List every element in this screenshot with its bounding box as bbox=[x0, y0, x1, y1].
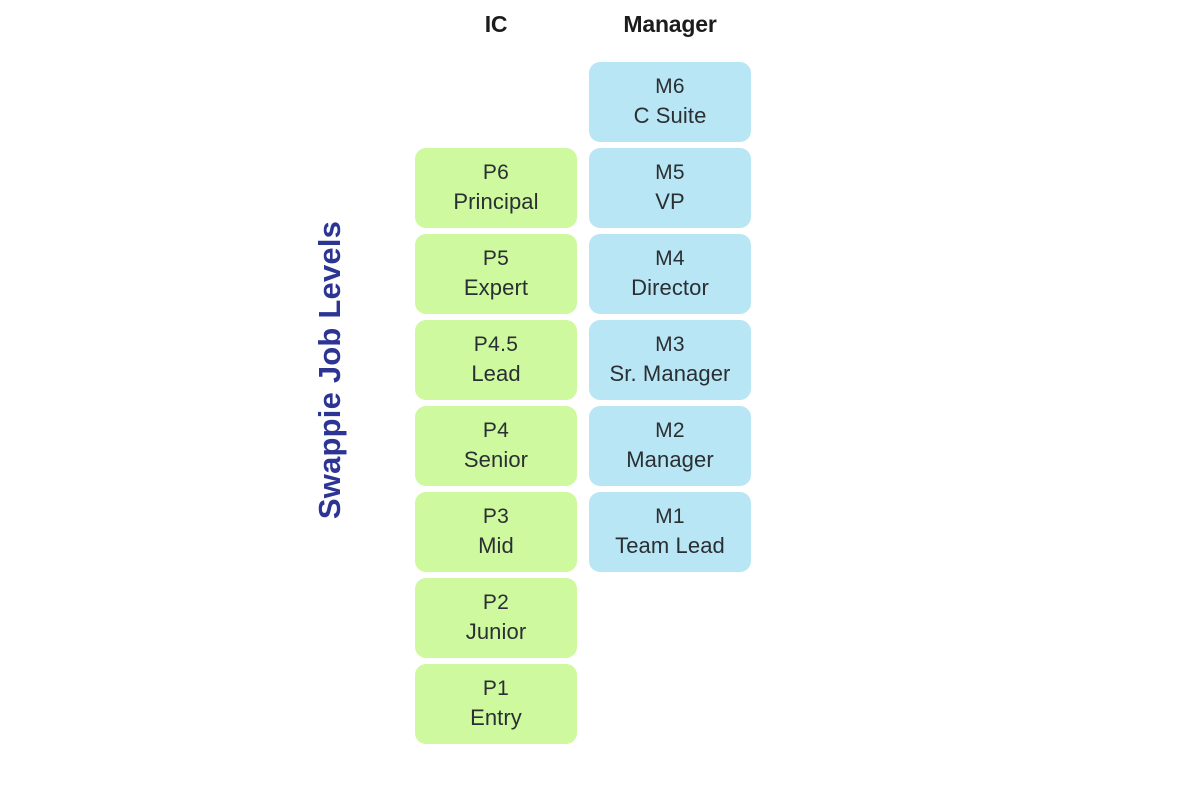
level-code: P4.5 bbox=[473, 333, 519, 356]
level-box-p2[interactable]: P2 Junior bbox=[415, 578, 577, 658]
level-box-m6[interactable]: M6 C Suite bbox=[589, 62, 751, 142]
level-name: VP bbox=[655, 189, 685, 214]
level-code: P2 bbox=[482, 591, 510, 614]
level-code: P1 bbox=[482, 677, 510, 700]
level-name: Manager bbox=[626, 447, 714, 472]
level-name: Sr. Manager bbox=[609, 361, 731, 386]
level-code: M6 bbox=[655, 75, 685, 98]
level-box-p45[interactable]: P4.5 Lead bbox=[415, 320, 577, 400]
level-name: Entry bbox=[470, 705, 522, 730]
level-name: Expert bbox=[463, 275, 529, 300]
level-box-p4[interactable]: P4 Senior bbox=[415, 406, 577, 486]
level-code: P4 bbox=[482, 419, 510, 442]
level-name: Principal bbox=[453, 189, 539, 214]
level-name: Mid bbox=[478, 533, 514, 558]
level-code: M2 bbox=[655, 419, 685, 442]
level-name: Director bbox=[631, 275, 709, 300]
level-name: C Suite bbox=[633, 103, 707, 128]
level-box-p6[interactable]: P6 Principal bbox=[415, 148, 577, 228]
level-code: M1 bbox=[655, 505, 685, 528]
level-name: Senior bbox=[463, 447, 529, 472]
level-box-m2[interactable]: M2 Manager bbox=[589, 406, 751, 486]
level-box-m4[interactable]: M4 Director bbox=[589, 234, 751, 314]
level-box-m5[interactable]: M5 VP bbox=[589, 148, 751, 228]
level-name: Team Lead bbox=[615, 533, 725, 558]
level-box-m1[interactable]: M1 Team Lead bbox=[589, 492, 751, 572]
level-name: Lead bbox=[471, 361, 521, 386]
level-box-p1[interactable]: P1 Entry bbox=[415, 664, 577, 744]
level-code: M3 bbox=[655, 333, 685, 356]
column-header-manager: Manager bbox=[623, 11, 717, 37]
level-code: P6 bbox=[482, 161, 510, 184]
level-code: P5 bbox=[482, 247, 510, 270]
column-header-ic: IC bbox=[484, 11, 508, 37]
level-code: P3 bbox=[482, 505, 510, 528]
level-name: Junior bbox=[465, 619, 527, 644]
level-box-m3[interactable]: M3 Sr. Manager bbox=[589, 320, 751, 400]
level-box-p3[interactable]: P3 Mid bbox=[415, 492, 577, 572]
level-box-p5[interactable]: P5 Expert bbox=[415, 234, 577, 314]
level-code: M4 bbox=[655, 247, 685, 270]
level-code: M5 bbox=[655, 161, 685, 184]
page-title: Swappie Job Levels bbox=[312, 220, 347, 520]
